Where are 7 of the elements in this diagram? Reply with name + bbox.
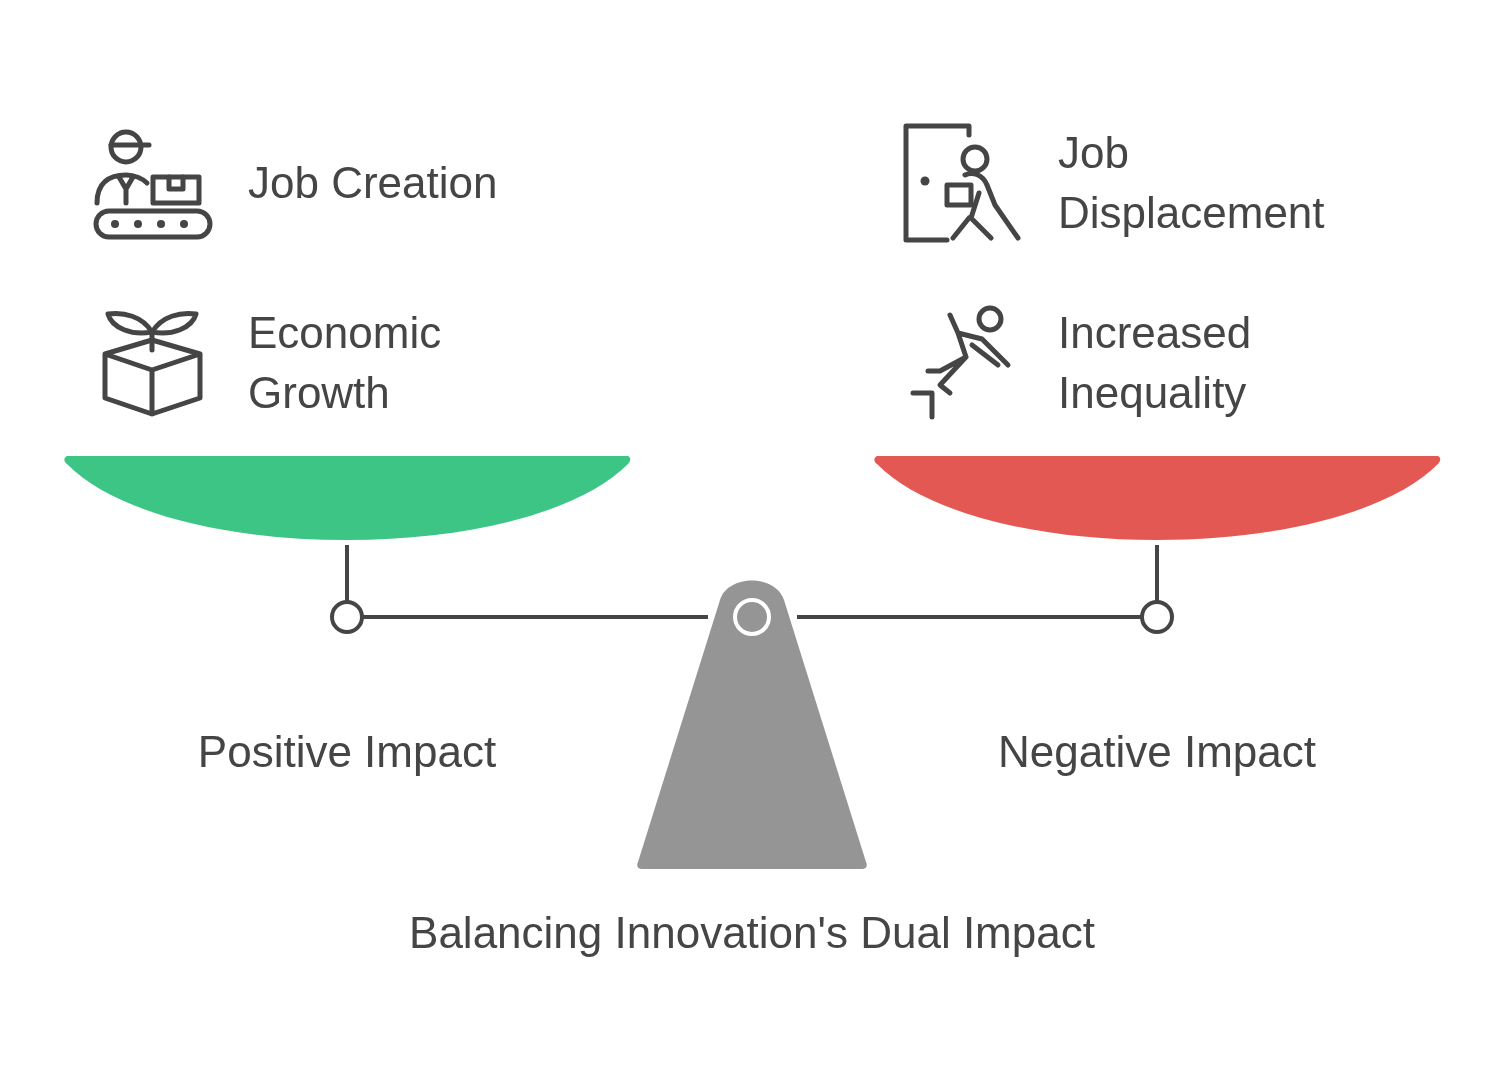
impact-label: Economic Growth [248, 307, 443, 419]
impact-label: Negative Impact [997, 726, 1317, 778]
impact-label: Job Creation [248, 157, 499, 209]
impact-label: Increased Inequality [1058, 307, 1253, 419]
impact-label: Job Displacement [1058, 127, 1326, 239]
diagram-caption: Balancing Innovation's Dual Impact [408, 907, 1096, 959]
impact-label: Positive Impact [196, 726, 498, 778]
